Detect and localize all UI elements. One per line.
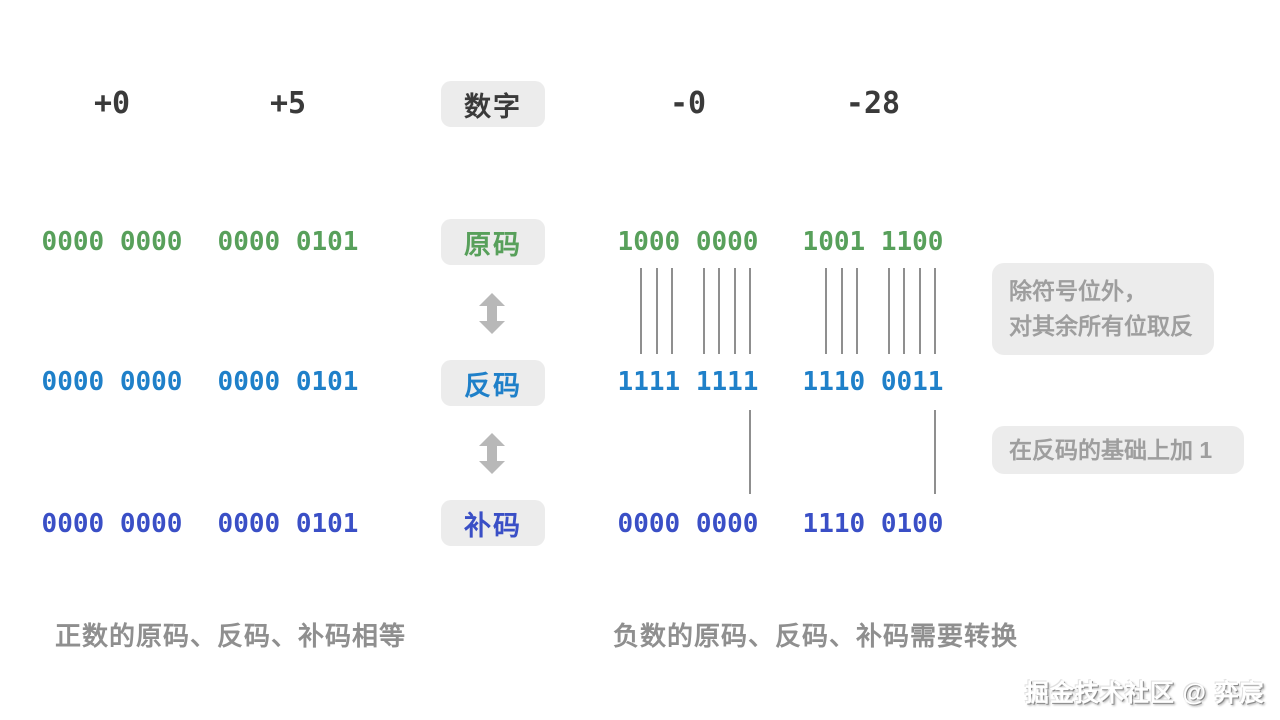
bit-connector-line: [856, 268, 858, 354]
bit-connector-line: [919, 268, 921, 354]
row-badge-sign-magnitude: 原码: [441, 219, 545, 265]
row-badge-ones-complement: 反码: [441, 360, 545, 406]
row-badge-twos-complement: 补码: [441, 500, 545, 546]
bit-connector-line: [841, 268, 843, 354]
bit-connector-line: [888, 268, 890, 354]
binary-cell-ones-complement-minus28: 1110 0011: [802, 367, 944, 397]
bit-connector-line: [825, 268, 827, 354]
bit-connector-line: [703, 268, 705, 354]
header-value-minus-28: -28: [845, 86, 901, 121]
watermark: 掘金技术社区 @ 弈宸: [1025, 680, 1265, 707]
binary-cell-sign-magnitude-plus0: 0000 0000: [41, 227, 183, 257]
bit-connector-line: [656, 268, 658, 354]
bit-connector-line: [749, 410, 751, 494]
column-header-badge-number: 数字: [441, 81, 545, 127]
binary-cell-sign-magnitude-plus5: 0000 0101: [217, 227, 359, 257]
binary-cell-twos-complement-minus28: 1110 0100: [802, 509, 944, 539]
updown-arrow-icon: [479, 293, 505, 334]
binary-cell-twos-complement-plus5: 0000 0101: [217, 509, 359, 539]
bit-connector-line: [749, 268, 751, 354]
binary-cell-sign-magnitude-minus28: 1001 1100: [802, 227, 944, 257]
caption-negative-numbers: 负数的原码、反码、补码需要转换: [613, 621, 1019, 651]
note-flip-bits-line1: 除符号位外，: [1009, 278, 1147, 304]
binary-cell-sign-magnitude-minus0: 1000 0000: [617, 227, 759, 257]
caption-positive-numbers: 正数的原码、反码、补码相等: [55, 621, 407, 651]
binary-cell-twos-complement-plus0: 0000 0000: [41, 509, 183, 539]
binary-cell-ones-complement-plus5: 0000 0101: [217, 367, 359, 397]
bit-connector-line: [640, 268, 642, 354]
updown-arrow-icon: [479, 433, 505, 474]
bit-connector-line: [903, 268, 905, 354]
note-flip-bits-line2: 对其余所有位取反: [1009, 313, 1193, 339]
binary-cell-ones-complement-minus0: 1111 1111: [617, 367, 759, 397]
binary-cell-ones-complement-plus0: 0000 0000: [41, 367, 183, 397]
note-add-one: 在反码的基础上加 1: [992, 426, 1244, 474]
binary-cell-twos-complement-minus0: 0000 0000: [617, 509, 759, 539]
bit-connector-line: [934, 410, 936, 494]
header-value-plus-zero: +0: [93, 86, 131, 121]
header-value-plus-five: +5: [269, 86, 307, 121]
bit-connector-line: [934, 268, 936, 354]
bit-connector-line: [671, 268, 673, 354]
header-value-minus-zero: -0: [669, 86, 707, 121]
note-flip-bits: 除符号位外， 对其余所有位取反: [992, 263, 1214, 355]
bit-connector-line: [734, 268, 736, 354]
bit-connector-line: [718, 268, 720, 354]
